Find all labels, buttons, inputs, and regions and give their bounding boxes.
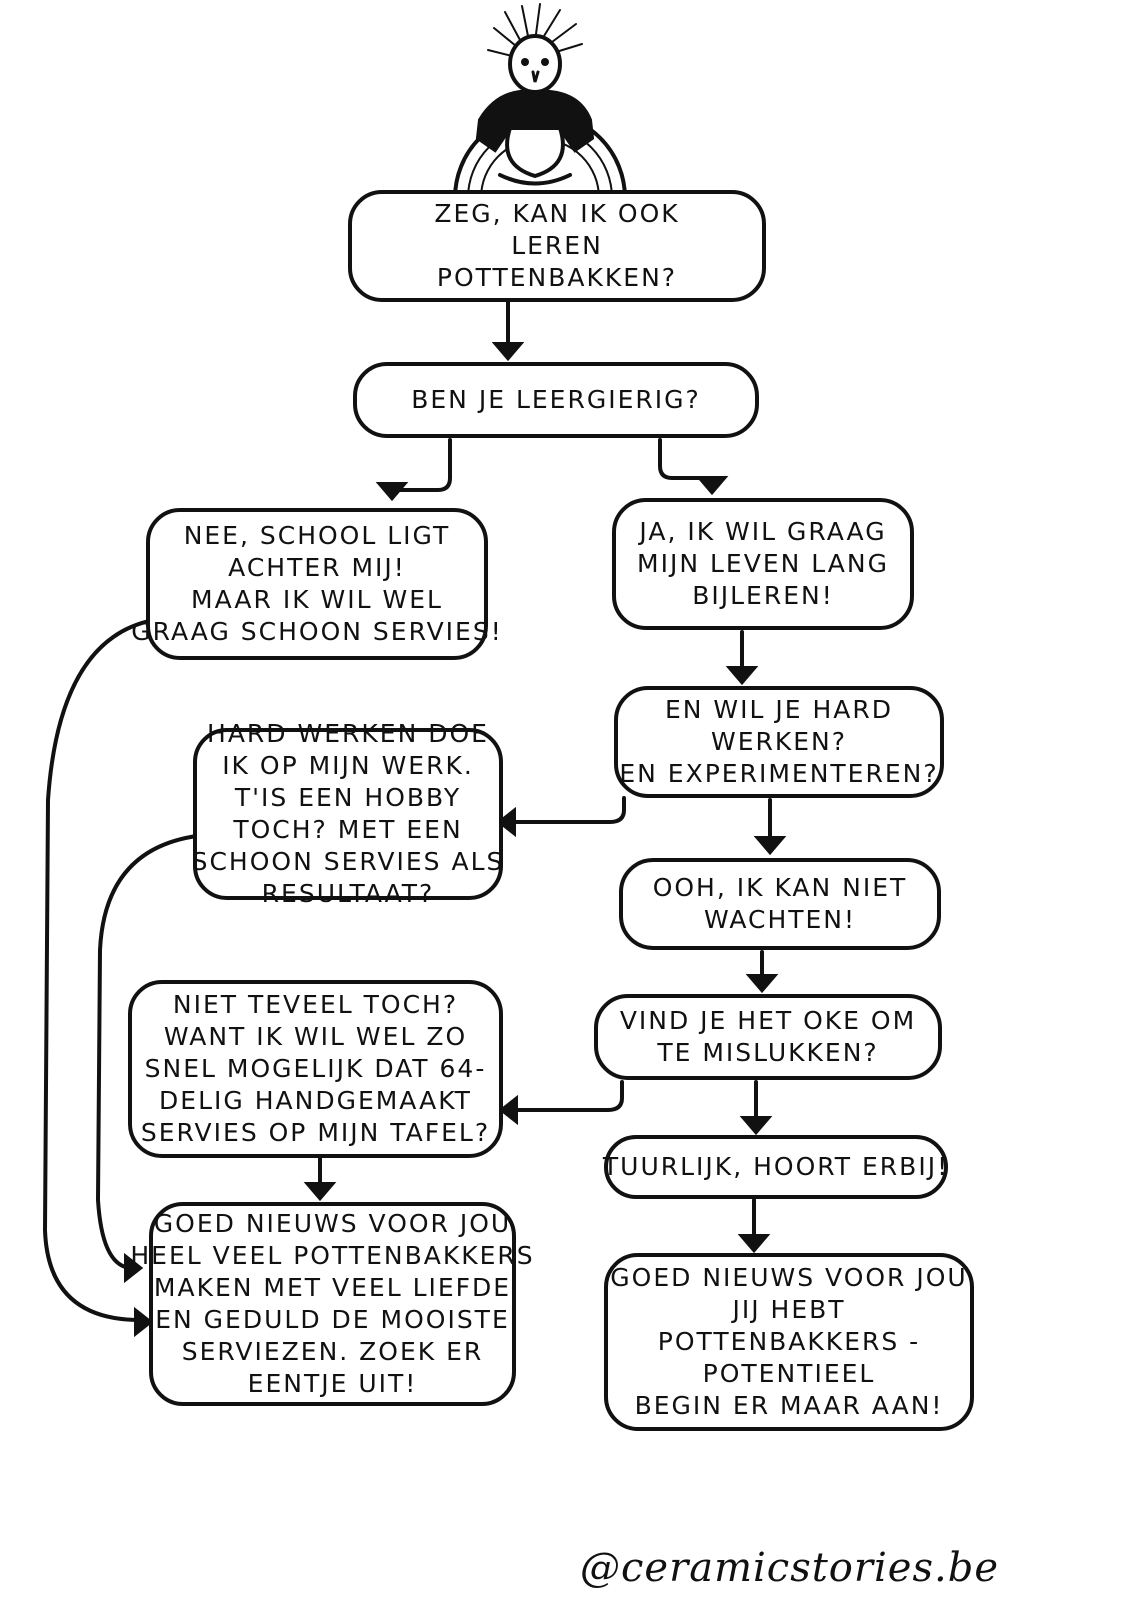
arrow-yes2-to-q3-head bbox=[745, 974, 779, 994]
node-text-line: EN EXPERIMENTEREN? bbox=[619, 759, 939, 788]
node-text-line: RESULTAAT? bbox=[261, 879, 435, 908]
arrow-q2-to-no2-head bbox=[496, 806, 516, 838]
node-text-line: TE MISLUKKEN? bbox=[657, 1038, 879, 1067]
node-text-line: EENTJE UIT! bbox=[247, 1369, 418, 1398]
arrow-no3-to-endno-head bbox=[303, 1182, 337, 1202]
arrow-q2-to-no2 bbox=[508, 796, 626, 824]
node-text-line: SCHOON SERVIES ALS bbox=[191, 847, 505, 876]
arrow-start-to-q1-head bbox=[491, 342, 525, 362]
node-text-line: JIJ HEBT bbox=[732, 1295, 846, 1324]
arrow-yes3-to-endyes-head bbox=[737, 1234, 771, 1254]
node-text-line: ZEG, KAN IK OOK bbox=[434, 199, 680, 228]
node-text-line: POTTENBAKKERS - bbox=[657, 1327, 921, 1356]
node-text-line: GRAAG SCHOON SERVIES! bbox=[131, 617, 503, 646]
node-question-hard-werken: EN WIL JE HARD WERKEN? EN EXPERIMENTEREN? bbox=[614, 686, 944, 798]
node-text-line: EN GEDULD DE MOOISTE bbox=[155, 1305, 510, 1334]
node-text-line: T'IS EEN HOBBY bbox=[234, 783, 462, 812]
arrow-yes1-to-q2-head bbox=[725, 666, 759, 686]
node-text-line: HARD WERKEN DOE bbox=[207, 719, 489, 748]
node-text-line: MIJN LEVEN LANG bbox=[637, 549, 889, 578]
node-text-line: WERKEN? bbox=[710, 727, 848, 756]
arrow-q1-to-no bbox=[398, 438, 452, 492]
node-no-hobby: HARD WERKEN DOE IK OP MIJN WERK. T'IS EEN … bbox=[191, 719, 505, 908]
potter-character-illustration bbox=[453, 3, 627, 200]
node-text-line: POTENTIEEL bbox=[702, 1359, 876, 1388]
node-text-line: IK OP MIJN WERK. bbox=[222, 751, 474, 780]
node-text-line: WANT IK WIL WEL ZO bbox=[163, 1022, 468, 1051]
node-yes-bijleren: JA, IK WIL GRAAG MIJN LEVEN LANG BIJLEREN! bbox=[612, 498, 914, 630]
arrow-no1-to-endno bbox=[42, 616, 172, 1322]
node-text-line: BEGIN ER MAAR AAN! bbox=[634, 1391, 944, 1420]
node-text-line: NIET TEVEEL TOCH? bbox=[172, 990, 459, 1019]
node-text-line: JA, IK WIL GRAAG bbox=[639, 517, 887, 546]
node-no-school: NEE, SCHOOL LIGT ACHTER MIJ! MAAR IK WIL W… bbox=[131, 508, 501, 660]
arrow-q1-to-yes bbox=[658, 438, 707, 480]
arrow-no1-to-endno-head bbox=[134, 1306, 154, 1338]
node-text-line: EN WIL JE HARD bbox=[664, 695, 894, 724]
node-text-line: LEREN bbox=[511, 231, 603, 260]
credit-watermark: @ceramicstories.be bbox=[580, 1545, 999, 1591]
node-question-mislukken: VIND JE HET OKE OM TE MISLUKKEN? bbox=[594, 994, 942, 1080]
node-text-line: NEE, SCHOOL LIGT bbox=[183, 521, 451, 550]
node-start: ZEG, KAN IK OOK LEREN POTTENBAKKEN? bbox=[348, 190, 766, 302]
arrow-no2-to-endno-head bbox=[124, 1252, 144, 1284]
node-text-line: HEEL VEEL POTTENBAKKERS bbox=[130, 1241, 535, 1270]
arrow-q1-to-no-head bbox=[375, 482, 409, 502]
node-text-line: BIJLEREN! bbox=[692, 581, 834, 610]
node-text-line: SERVIES OP MIJN TAFEL? bbox=[140, 1118, 491, 1147]
arrow-q3-to-no3-head bbox=[498, 1094, 518, 1126]
node-end-yes: GOED NIEUWS VOOR JOU JIJ HEBT POTTENBAKKER… bbox=[604, 1253, 974, 1431]
arrow-q2-to-yes2-head bbox=[753, 836, 787, 856]
node-text-line: SERVIEZEN. ZOEK ER bbox=[181, 1337, 484, 1366]
arrow-no2-to-endno bbox=[95, 833, 207, 1270]
arrow-q1-to-yes-head bbox=[695, 476, 729, 496]
node-text-line: POTTENBAKKEN? bbox=[436, 263, 678, 292]
node-text-line: OOH, IK KAN NIET bbox=[652, 873, 908, 902]
arrow-q3-to-yes3-head bbox=[739, 1116, 773, 1136]
node-question-leergierig: BEN JE LEERGIERIG? bbox=[353, 362, 759, 438]
node-text-line: VIND JE HET OKE OM bbox=[619, 1006, 917, 1035]
node-end-no: GOED NIEUWS VOOR JOU HEEL VEEL POTTENBAKK… bbox=[130, 1202, 533, 1406]
node-no-servies: NIET TEVEEL TOCH? WANT IK WIL WEL ZO SNEL … bbox=[128, 980, 503, 1158]
node-text-line: MAAR IK WIL WEL bbox=[191, 585, 443, 614]
node-text-line: GOED NIEUWS VOOR JOU bbox=[610, 1263, 968, 1292]
node-text-line: TUURLIJK, HOORT ERBIJ! bbox=[602, 1152, 950, 1181]
node-text-line: DELIG HANDGEMAAKT bbox=[159, 1086, 472, 1115]
arrow-q3-to-no3 bbox=[510, 1080, 624, 1112]
node-yes-hoort-erbij: TUURLIJK, HOORT ERBIJ! bbox=[602, 1135, 950, 1199]
node-text-line: GOED NIEUWS VOOR JOU bbox=[153, 1209, 512, 1238]
node-text-line: MAKEN MET VEEL LIEFDE bbox=[153, 1273, 512, 1302]
node-text-line: BEN JE LEERGIERIG? bbox=[411, 385, 701, 414]
node-text-line: WACHTEN! bbox=[703, 905, 857, 934]
node-text-line: TOCH? MET EEN bbox=[233, 815, 463, 844]
node-yes-wachten: OOH, IK KAN NIET WACHTEN! bbox=[619, 858, 941, 950]
node-text-line: ACHTER MIJ! bbox=[228, 553, 406, 582]
node-text-line: SNEL MOGELIJK DAT 64- bbox=[144, 1054, 487, 1083]
